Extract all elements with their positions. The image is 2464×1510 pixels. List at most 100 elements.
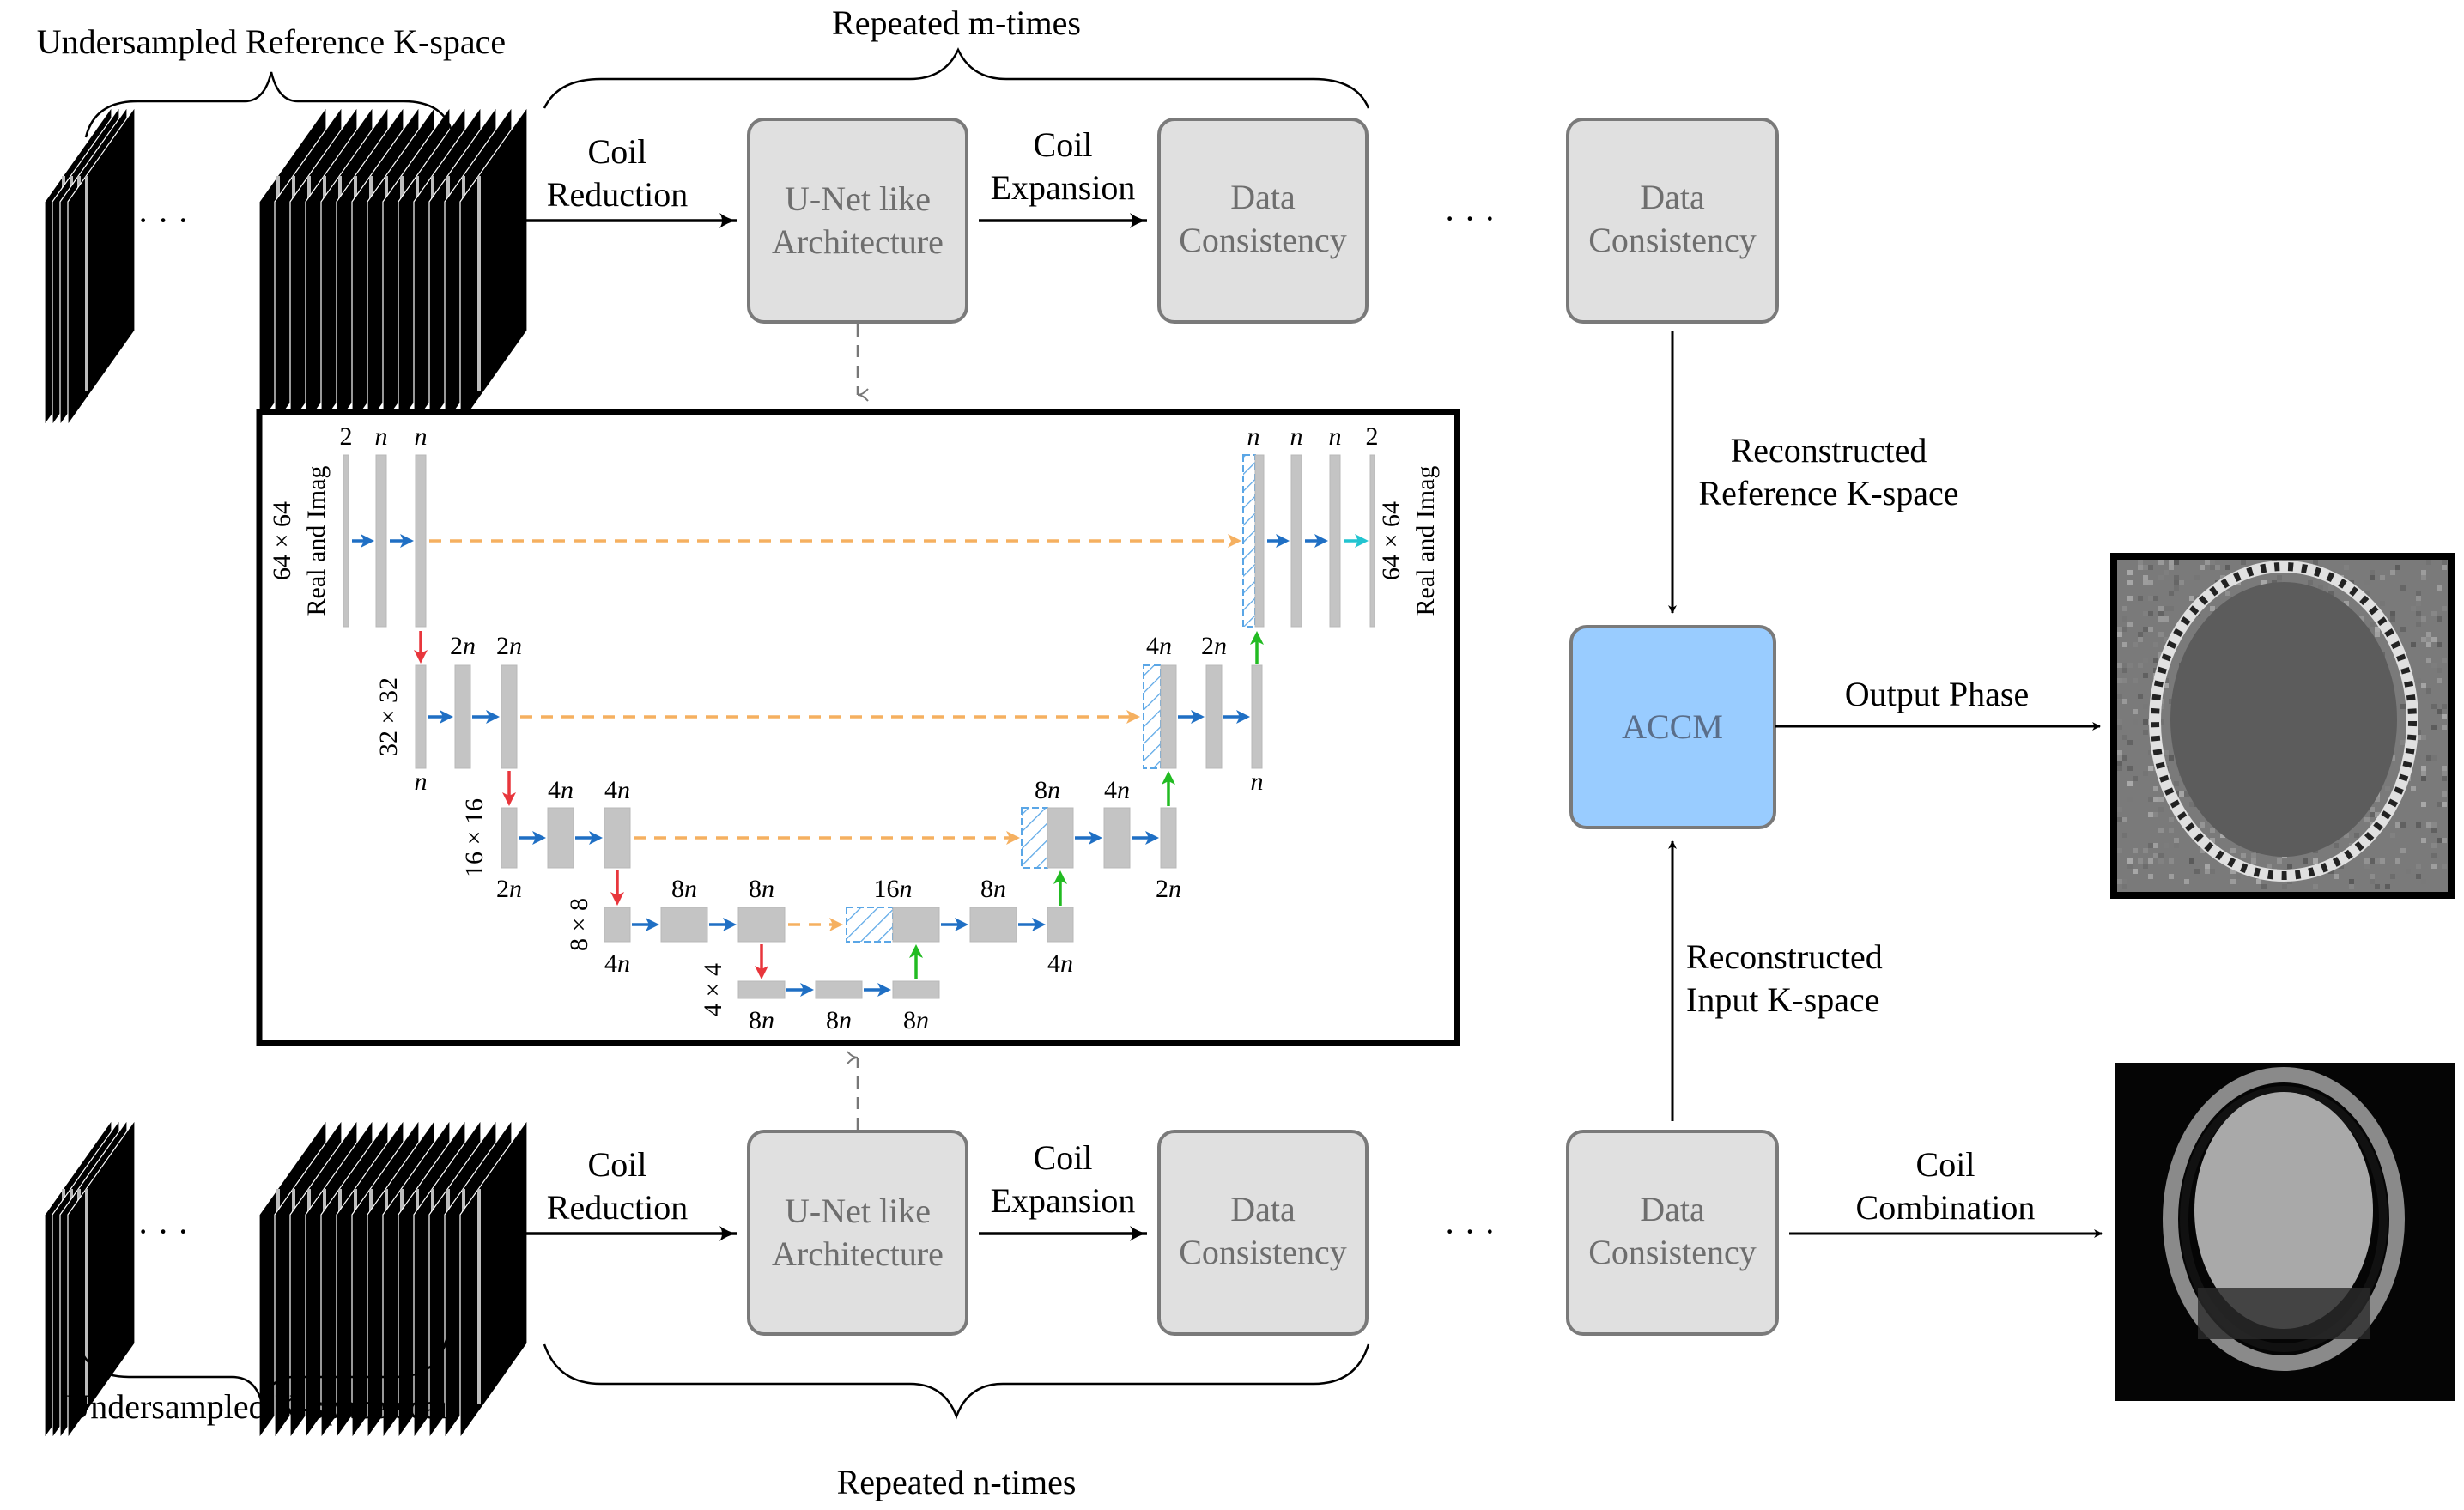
phase-pixel	[2143, 864, 2148, 869]
unet-box-top[interactable]: U-Net like Architecture	[747, 118, 968, 324]
phase-pixel	[2158, 622, 2164, 627]
feature-map-block	[737, 907, 786, 943]
phase-pixel	[2210, 838, 2215, 843]
data-consistency-box-top-1[interactable]: Data Consistency	[1157, 118, 1369, 324]
phase-pixel	[2431, 828, 2437, 833]
phase-pixel	[2133, 869, 2138, 874]
brace-top-input	[84, 71, 455, 138]
phase-pixel	[2122, 627, 2127, 632]
feature-map-block	[1329, 454, 1341, 628]
phase-pixel	[2148, 797, 2153, 802]
phase-pixel	[2148, 596, 2153, 601]
phase-pixel	[2138, 663, 2143, 668]
phase-pixel	[2400, 704, 2406, 709]
phase-pixel	[2153, 853, 2158, 858]
phase-pixel	[2431, 611, 2437, 616]
phase-pixel	[2117, 719, 2122, 725]
phase-pixel	[2143, 719, 2148, 725]
phase-pixel	[2390, 833, 2395, 838]
phase-pixel	[2411, 642, 2416, 647]
phase-pixel	[2287, 864, 2292, 869]
phase-pixel	[2380, 858, 2385, 864]
phase-pixel	[2138, 632, 2143, 637]
phase-pixel	[2138, 560, 2143, 565]
feature-map-block	[415, 454, 427, 628]
feature-map-block	[815, 980, 863, 999]
label-bottom-input: Undersampled K-space scan	[65, 1387, 456, 1426]
phase-pixel	[2117, 663, 2122, 668]
conv-arrow-head	[955, 918, 968, 931]
phase-pixel	[2148, 611, 2153, 616]
phase-pixel	[2122, 642, 2127, 647]
phase-pixel	[2225, 565, 2230, 570]
phase-pixel	[2179, 580, 2184, 585]
phase-pixel	[2426, 822, 2431, 828]
feature-map-block	[547, 807, 574, 869]
conv-arrow-head	[1236, 710, 1250, 724]
concat-skip-block	[1021, 807, 1048, 869]
phase-pixel	[2437, 642, 2442, 647]
phase-pixel	[2261, 580, 2267, 585]
phase-pixel	[2400, 585, 2406, 591]
channel-label: 8n	[903, 1006, 929, 1034]
phase-pixel	[2426, 632, 2431, 637]
data-consistency-box-top-2[interactable]: Data Consistency	[1566, 118, 1779, 324]
output-phase-image	[2110, 553, 2455, 899]
phase-pixel	[2153, 797, 2158, 802]
phase-pixel	[2277, 858, 2282, 864]
phase-pixel	[2442, 632, 2447, 637]
phase-pixel	[2437, 616, 2442, 622]
kspace-stack-large-top	[258, 106, 528, 427]
channel-label: 2n	[496, 632, 522, 660]
unet-box-bottom[interactable]: U-Net like Architecture	[747, 1130, 968, 1336]
phase-pixel	[2287, 884, 2292, 889]
phase-pixel	[2153, 786, 2158, 791]
phase-pixel	[2375, 884, 2380, 889]
data-consistency-box-bottom-1[interactable]: Data Consistency	[1157, 1130, 1369, 1336]
feature-map-block	[1103, 807, 1131, 869]
phase-pixel	[2426, 658, 2431, 663]
feature-map-block	[1290, 454, 1302, 628]
data-consistency-box-bottom-2[interactable]: Data Consistency	[1566, 1130, 1779, 1336]
phase-pixel	[2127, 663, 2133, 668]
phase-pixel	[2184, 791, 2189, 797]
feature-map-block	[501, 807, 518, 869]
phase-pixel	[2282, 884, 2287, 889]
phase-pixel	[2431, 637, 2437, 642]
phase-pixel	[2194, 575, 2200, 580]
phase-pixel	[2138, 694, 2143, 699]
phase-pixel	[2344, 565, 2349, 570]
phase-pixel	[2210, 565, 2215, 570]
phase-pixel	[2431, 864, 2437, 869]
kspace-stack-large-bottom	[258, 1119, 528, 1440]
phase-pixel	[2406, 869, 2411, 874]
phase-pixel	[2277, 575, 2282, 580]
phase-pixel	[2127, 864, 2133, 869]
phase-pixel	[2426, 642, 2431, 647]
phase-pixel	[2421, 637, 2426, 642]
phase-pixel	[2442, 791, 2447, 797]
phase-pixel	[2375, 812, 2380, 817]
phase-pixel	[2416, 601, 2421, 606]
phase-pixel	[2442, 766, 2447, 771]
phase-pixel	[2122, 879, 2127, 884]
phase-pixel	[2334, 874, 2339, 879]
feature-map-block	[1047, 807, 1074, 869]
label-coil-reduction-bottom-1: Coil	[588, 1145, 647, 1184]
resolution-label-64: 64 × 64	[268, 501, 296, 580]
conv-arrow-head	[800, 983, 814, 997]
concat-skip-block	[1143, 664, 1162, 769]
dc-bottom-2-line2: Consistency	[1588, 1233, 1757, 1271]
accm-box[interactable]: ACCM	[1569, 625, 1776, 829]
label-coil-combination-1: Coil	[1916, 1145, 1975, 1184]
phase-pixel	[2359, 616, 2364, 622]
phase-pixel	[2370, 575, 2375, 580]
phase-pixel	[2421, 575, 2426, 580]
phase-pixel	[2354, 833, 2359, 838]
phase-pixel	[2158, 807, 2164, 812]
phase-pixel	[2179, 791, 2184, 797]
phase-pixel	[2437, 802, 2442, 807]
phase-pixel	[2148, 766, 2153, 771]
label-recon-input-1: Reconstructed	[1686, 937, 1883, 976]
phase-pixel	[2169, 817, 2174, 822]
